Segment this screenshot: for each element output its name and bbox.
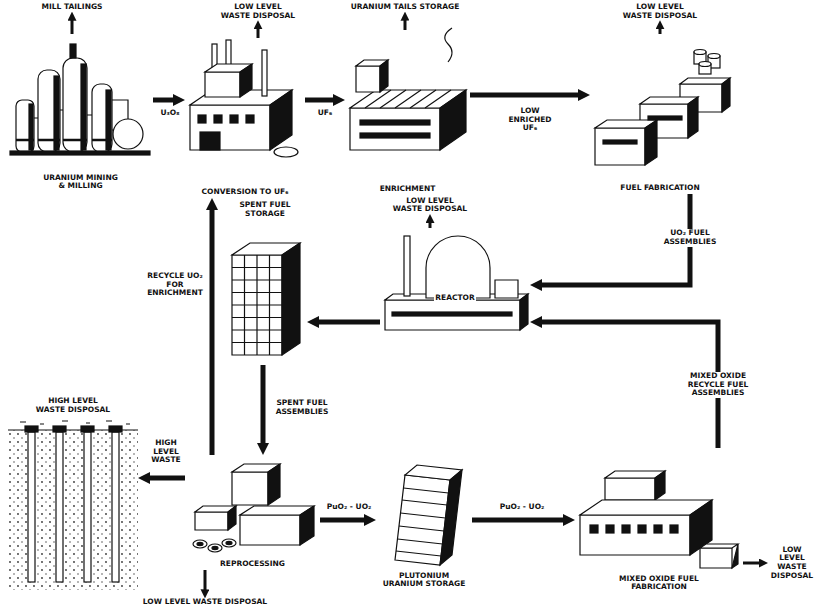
flow-arrow	[148, 476, 185, 481]
flow-label: MIXED OXIDE RECYCLE FUEL ASSEMBLIES	[677, 372, 759, 398]
flow-arrow	[153, 98, 175, 103]
flow-label: SPENT FUEL ASSEMBLIES	[271, 399, 333, 416]
caption-group: SPENT FUEL STORAGE	[223, 201, 307, 218]
caption-group: REPROCESSING	[185, 560, 320, 569]
flow-arrow	[320, 518, 366, 523]
caption-group: FUEL FABRICATION	[590, 184, 730, 193]
reactor-illustration	[385, 236, 528, 330]
waste-destination: LOW LEVEL WASTE DISPOSAL	[768, 546, 816, 581]
node-label: PLUTONIUM URANIUM STORAGE	[378, 572, 470, 589]
caption-group: ENRICHMENT	[345, 185, 470, 194]
facility-node: CONVERSION TO UF₆	[185, 38, 305, 198]
node-label: URANIUM MINING & MILLING	[40, 174, 122, 191]
facility-node: HIGH LEVEL WASTE DISPOSAL	[8, 396, 138, 592]
node-label: CONVERSION TO UF₆	[201, 188, 290, 197]
flow-label: HIGH LEVEL WASTE	[148, 439, 184, 465]
flow-arrow	[203, 570, 206, 590]
flow-arrow	[429, 222, 432, 228]
node-label: REACTOR	[434, 294, 475, 303]
facility-node: FUEL FABRICATION	[590, 34, 730, 194]
facility-node: REACTOR	[380, 228, 530, 338]
node-label: MILL TAILINGS	[41, 3, 104, 12]
caption-group: CONVERSION TO UF₆	[185, 188, 305, 197]
flow-arrow	[261, 365, 266, 445]
node-label: HIGH LEVEL WASTE DISPOSAL	[33, 397, 113, 414]
flow-arrow	[472, 518, 565, 523]
flow-label: PuO₂ - UO₂	[499, 503, 546, 512]
flow-label: UO₂ FUEL ASSEMBLIES	[659, 229, 721, 246]
node-label: ENRICHMENT	[379, 185, 437, 194]
flow-arrow	[305, 98, 335, 103]
node-label: LOW LEVEL WASTE DISPOSAL	[391, 197, 469, 214]
high-level-waste-repository-illustration	[8, 421, 138, 590]
caption-group: PLUTONIUM URANIUM STORAGE	[376, 572, 472, 589]
facility-node: URANIUM MINING & MILLING	[8, 34, 153, 192]
waste-destination: MILL TAILINGS	[41, 3, 104, 12]
flow-label: UF₆	[317, 109, 334, 118]
caption-group: REACTOR	[380, 294, 530, 303]
waste-destination: LOW LEVEL WASTE DISPOSAL	[621, 3, 699, 20]
facility-node: PLUTONIUM URANIUM STORAGE	[376, 462, 472, 590]
reprocessing-plant-illustration	[193, 464, 314, 552]
flow-arrow	[317, 320, 380, 325]
plutonium-storage-illustration	[395, 465, 462, 565]
flow-arrow	[659, 28, 662, 34]
node-label: SPENT FUEL STORAGE	[225, 201, 305, 218]
spent-fuel-storage-illustration	[232, 243, 300, 355]
node-label: FUEL FABRICATION	[619, 184, 700, 193]
flow-arrow	[403, 20, 406, 30]
node-label: REPROCESSING	[219, 560, 286, 569]
mixed-oxide-fabrication-illustration	[580, 471, 738, 568]
fuel-fabrication-illustration	[595, 50, 730, 166]
caption-group: URANIUM MINING & MILLING	[8, 174, 153, 191]
enrichment-plant-illustration	[350, 28, 466, 150]
flow-label: LOW ENRICHED UF₆	[504, 107, 556, 133]
facility-node: MIXED OXIDE FUEL FABRICATION	[575, 448, 743, 593]
waste-destination: LOW LEVEL WASTE DISPOSAL	[219, 3, 297, 20]
caption-group: HIGH LEVEL WASTE DISPOSAL	[8, 397, 138, 414]
node-label: URANIUM TAILS STORAGE	[350, 3, 461, 12]
flow-arrow	[743, 562, 760, 565]
mining-mill-illustration	[10, 44, 150, 155]
flow-arrow	[470, 93, 580, 98]
flow-label: U₃O₈	[159, 109, 180, 118]
waste-destination: URANIUM TAILS STORAGE	[350, 3, 461, 12]
facility-node: ENRICHMENT	[345, 30, 470, 195]
flow-label: PuO₂ - UO₂	[326, 503, 373, 512]
node-label: LOW LEVEL WASTE DISPOSAL	[768, 546, 816, 581]
node-label: LOW LEVEL WASTE DISPOSAL	[142, 598, 268, 607]
flow-arrow	[257, 28, 260, 38]
conversion-plant-illustration	[190, 40, 298, 157]
waste-destination: LOW LEVEL WASTE DISPOSAL	[391, 197, 469, 214]
node-label: LOW LEVEL WASTE DISPOSAL	[219, 3, 297, 20]
flow-arrow	[71, 20, 74, 34]
caption-group: MIXED OXIDE FUEL FABRICATION	[575, 575, 743, 592]
waste-destination: LOW LEVEL WASTE DISPOSAL	[142, 598, 268, 607]
flow-arrow	[210, 208, 215, 455]
node-label: MIXED OXIDE FUEL FABRICATION	[608, 575, 710, 592]
facility-node: REPROCESSING	[185, 455, 320, 570]
facility-node: SPENT FUEL STORAGE	[223, 200, 307, 365]
node-label: LOW LEVEL WASTE DISPOSAL	[621, 3, 699, 20]
flow-label: RECYCLE UO₂ FOR ENRICHMENT	[144, 272, 206, 298]
